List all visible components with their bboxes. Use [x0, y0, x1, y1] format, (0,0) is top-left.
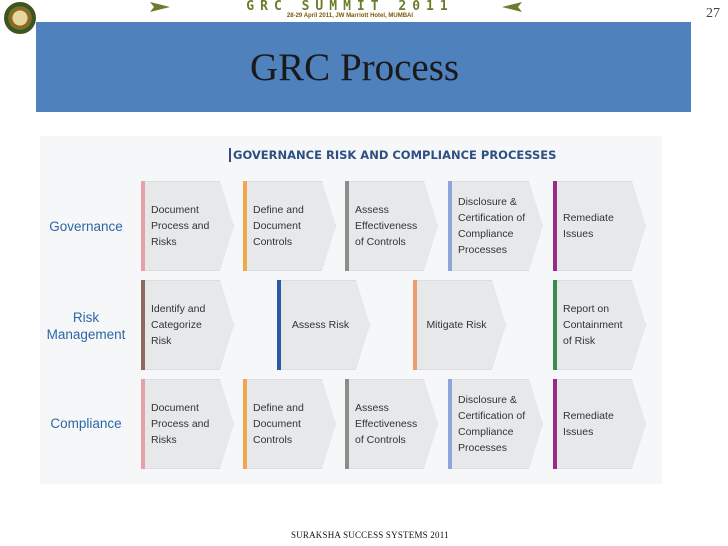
- process-step: Remediate Issues: [553, 379, 646, 469]
- process-step: Assess Effectiveness of Controls: [345, 379, 438, 469]
- event-banner: GRC SUMMIT 2011 28-29 April 2011, JW Mar…: [0, 0, 728, 34]
- process-step: Mitigate Risk: [413, 280, 506, 370]
- step-color-bar: [243, 379, 247, 469]
- seal-logo-icon: [4, 2, 36, 34]
- step-label: Report on Containment of Risk: [563, 303, 623, 347]
- step-label: Disclosure & Certification of Compliance…: [458, 196, 526, 256]
- row-label-governance: Governance: [49, 219, 123, 234]
- step-label: Assess Effectiveness of Controls: [355, 402, 418, 446]
- step-label: Document Process and Risks: [151, 402, 210, 446]
- step-color-bar: [448, 379, 452, 469]
- process-step: Disclosure & Certification of Compliance…: [448, 379, 543, 469]
- step-label: Remediate Issues: [563, 212, 614, 240]
- step-color-bar: [448, 181, 452, 271]
- process-step: Define and Document Controls: [243, 181, 336, 271]
- summit-title: GRC SUMMIT 2011: [246, 0, 454, 14]
- step-color-bar: [277, 280, 281, 370]
- step-label: Assess Effectiveness of Controls: [355, 204, 418, 248]
- row-label-compliance: Compliance: [50, 416, 122, 431]
- step-color-bar: [141, 280, 145, 370]
- process-step: Define and Document Controls: [243, 379, 336, 469]
- step-color-bar: [553, 379, 557, 469]
- step-label: Mitigate Risk: [426, 319, 487, 331]
- step-label: Assess Risk: [291, 319, 350, 331]
- process-step: Remediate Issues: [553, 181, 646, 271]
- grc-process-diagram: GOVERNANCE RISK AND COMPLIANCE PROCESSES…: [40, 136, 662, 484]
- step-label: Define and Document Controls: [253, 402, 304, 446]
- summit-subtitle: 28-29 April 2011, JW Marriott Hotel, MUM…: [286, 13, 414, 19]
- step-color-bar: [413, 280, 417, 370]
- step-label: Document Process and Risks: [151, 204, 210, 248]
- process-step: Document Process and Risks: [141, 379, 234, 469]
- process-step: Assess Risk: [277, 280, 370, 370]
- slide-title: GRC Process: [250, 46, 460, 89]
- process-step: Assess Effectiveness of Controls: [345, 181, 438, 271]
- process-step: Disclosure & Certification of Compliance…: [448, 181, 543, 271]
- process-step: Document Process and Risks: [141, 181, 234, 271]
- diagram-title: GOVERNANCE RISK AND COMPLIANCE PROCESSES: [229, 148, 556, 162]
- step-color-bar: [141, 379, 145, 469]
- title-bar: [36, 22, 691, 112]
- step-color-bar: [345, 181, 349, 271]
- step-color-bar: [553, 181, 557, 271]
- wing-ornament-icon: [502, 2, 522, 12]
- wing-ornament-icon: [150, 2, 170, 12]
- step-label: Remediate Issues: [563, 410, 614, 438]
- footer-text: SURAKSHA SUCCESS SYSTEMS 2011: [291, 530, 449, 540]
- process-step: Identify and Categorize Risk: [141, 280, 234, 370]
- step-color-bar: [141, 181, 145, 271]
- row-label-risk-management: Risk Management: [46, 310, 126, 342]
- step-color-bar: [553, 280, 557, 370]
- step-label: Disclosure & Certification of Compliance…: [458, 394, 526, 454]
- step-label: Define and Document Controls: [253, 204, 304, 248]
- step-color-bar: [345, 379, 349, 469]
- page-number: 27: [706, 6, 720, 21]
- process-step: Report on Containment of Risk: [553, 280, 646, 370]
- step-label: Identify and Categorize Risk: [151, 303, 206, 347]
- step-color-bar: [243, 181, 247, 271]
